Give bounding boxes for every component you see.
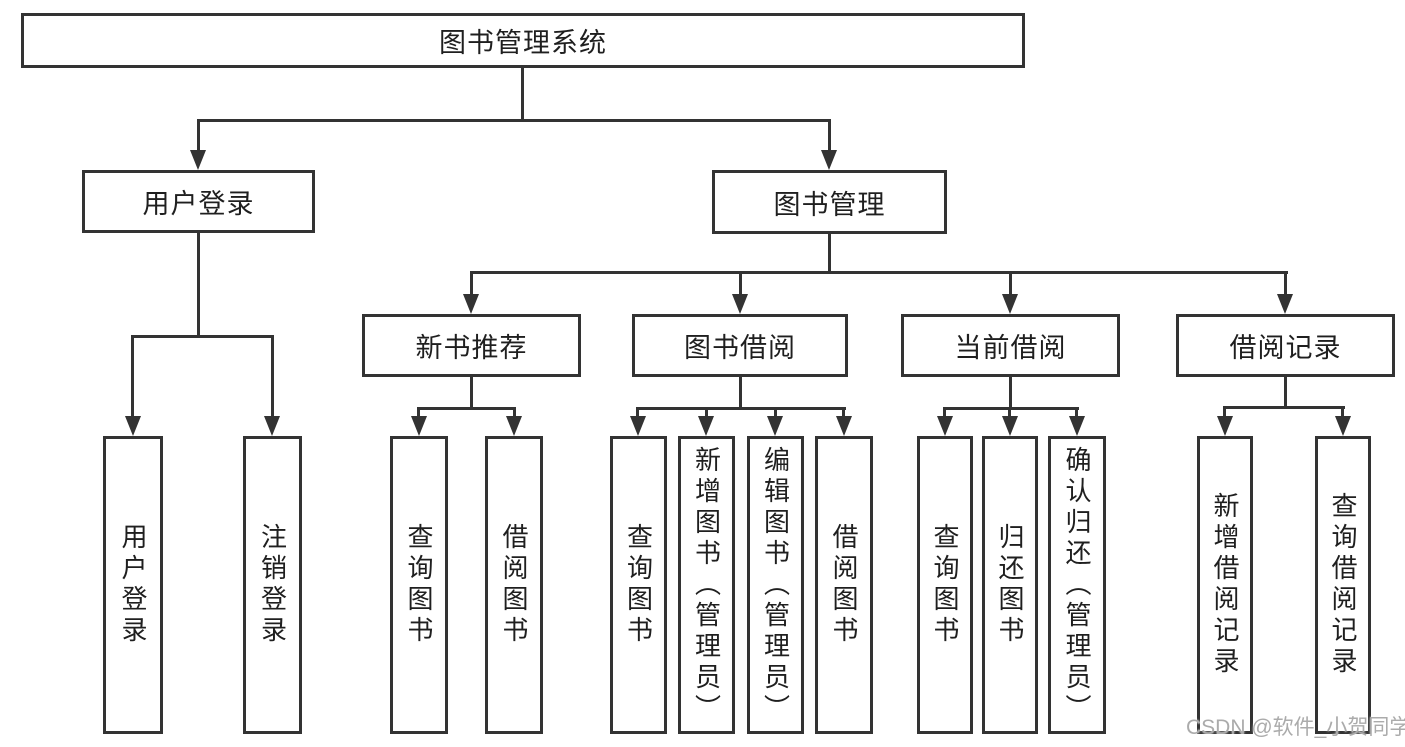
node-leaf-query-borrow-record: 查询借阅记录 [1315,436,1371,734]
connector-line [470,375,473,408]
node-label: 归还图书 [995,523,1025,647]
connector-line [1009,271,1012,297]
csdn-watermark: CSDN @软件_小贺同学 [1186,716,1405,739]
node-label: 借阅记录 [1229,333,1342,363]
connector-line [739,271,742,297]
connector-line [1008,407,1011,418]
node-label: 新增借阅记录 [1210,492,1240,678]
arrow-down-icon [821,150,837,170]
connector-line [1009,375,1012,408]
arrow-down-icon [836,416,852,436]
connector-line [636,407,639,418]
node-label: 查询图书 [623,523,654,647]
node-leaf-add-books-admin: 新增图书（管理员） [678,436,735,734]
connector-line [774,407,777,418]
node-book-borrowing: 图书借阅 [632,314,848,377]
node-leaf-query-books-recommend: 查询图书 [390,436,448,734]
connector-line [271,335,274,419]
connector-line [197,231,200,335]
node-label: 图书管理 [773,189,886,220]
node-label: 查询图书 [404,523,434,647]
connector-line [131,335,134,419]
node-leaf-logout: 注销登录 [243,436,302,734]
node-leaf-return-books: 归还图书 [982,436,1038,734]
arrow-down-icon [506,416,522,436]
connector-line [1284,271,1287,297]
node-leaf-edit-books-admin: 编辑图书（管理员） [747,436,804,734]
node-new-book-recommend: 新书推荐 [362,314,581,377]
arrow-down-icon [264,416,280,436]
connector-line [842,407,845,418]
arrow-down-icon [463,294,479,314]
node-label: 借阅图书 [499,523,529,647]
node-current-borrowing: 当前借阅 [901,314,1120,377]
node-label: 查询借阅记录 [1328,492,1358,678]
connector-line [636,407,846,410]
node-label: 借阅图书 [829,523,859,647]
node-leaf-user-login: 用户登录 [103,436,163,734]
arrow-down-icon [125,416,141,436]
node-leaf-query-books-current: 查询图书 [917,436,973,734]
arrow-down-icon [1277,294,1293,314]
connector-line [1341,406,1344,418]
node-label: 当前借阅 [954,333,1067,363]
node-label: 新增图书（管理员） [691,445,722,725]
node-book-management: 图书管理 [712,170,947,234]
connector-line [1223,406,1226,418]
connector-line [470,271,473,297]
connector-line [197,119,200,153]
node-leaf-query-books-borrowing: 查询图书 [610,436,667,734]
node-label: 确认归还（管理员） [1062,445,1092,725]
connector-line [513,407,516,418]
node-label: 注销登录 [257,523,288,647]
node-leaf-borrow-books-recommend: 借阅图书 [485,436,543,734]
arrow-down-icon [1002,416,1018,436]
arrow-down-icon [732,294,748,314]
connector-line [828,119,831,153]
arrow-down-icon [630,416,646,436]
node-label: 图书借阅 [684,333,796,363]
connector-line [705,407,708,418]
node-label: 用户登录 [118,523,148,647]
arrow-down-icon [411,416,427,436]
node-label: 编辑图书（管理员） [760,445,791,725]
connector-line [521,66,524,119]
node-borrowing-records: 借阅记录 [1176,314,1395,377]
connector-line [1075,407,1078,418]
connector-line [470,271,1288,274]
node-label: 图书管理系统 [439,28,607,58]
node-label: 查询图书 [930,523,960,647]
connector-line [417,407,420,418]
connector-line [828,232,831,273]
connector-line [417,407,516,410]
connector-line [197,119,831,122]
node-library-management-system: 图书管理系统 [21,13,1025,68]
node-leaf-add-borrow-record: 新增借阅记录 [1197,436,1253,734]
arrow-down-icon [1069,416,1085,436]
node-leaf-borrow-books: 借阅图书 [815,436,873,734]
connector-line [131,335,274,338]
arrow-down-icon [1335,416,1351,436]
arrow-down-icon [1217,416,1233,436]
node-label: 新书推荐 [415,333,528,363]
node-user-login: 用户登录 [82,170,315,233]
arrow-down-icon [190,150,206,170]
connector-line [943,407,946,418]
node-leaf-confirm-return-admin: 确认归还（管理员） [1048,436,1106,734]
arrow-down-icon [937,416,953,436]
connector-line [943,407,1079,410]
node-label: 用户登录 [142,189,255,219]
arrow-down-icon [698,416,714,436]
connector-line [739,375,742,408]
arrow-down-icon [1002,294,1018,314]
connector-line [1284,375,1287,407]
arrow-down-icon [767,416,783,436]
connector-line [1223,406,1345,409]
